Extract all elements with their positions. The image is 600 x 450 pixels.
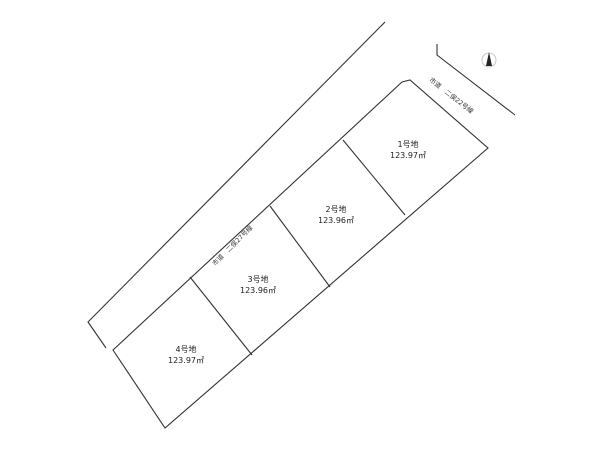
road-27-outer-edge (87, 21, 386, 349)
lot-name: 2号地 (325, 205, 347, 214)
lot-4-label: 4号地 123.97㎡ (168, 344, 204, 366)
lot-area: 123.97㎡ (390, 151, 426, 160)
lot-2-label: 2号地 123.96㎡ (318, 204, 354, 226)
north-arrow-icon (481, 52, 497, 68)
lot-3-label: 3号地 123.96㎡ (240, 274, 276, 296)
road-22-outer-edge (436, 44, 516, 116)
lot-1-label: 1号地 123.97㎡ (390, 139, 426, 161)
lot-name: 1号地 (397, 140, 419, 149)
lot-divider-2-3 (269, 205, 331, 288)
lot-outline (112, 79, 489, 429)
lot-divider-1-2 (342, 139, 406, 216)
lot-name: 4号地 (175, 345, 197, 354)
lot-area: 123.97㎡ (168, 356, 204, 365)
lot-area: 123.96㎡ (318, 216, 354, 225)
lot-divider-3-4 (189, 276, 253, 356)
lot-area: 123.96㎡ (240, 286, 276, 295)
lot-name: 3号地 (247, 275, 269, 284)
